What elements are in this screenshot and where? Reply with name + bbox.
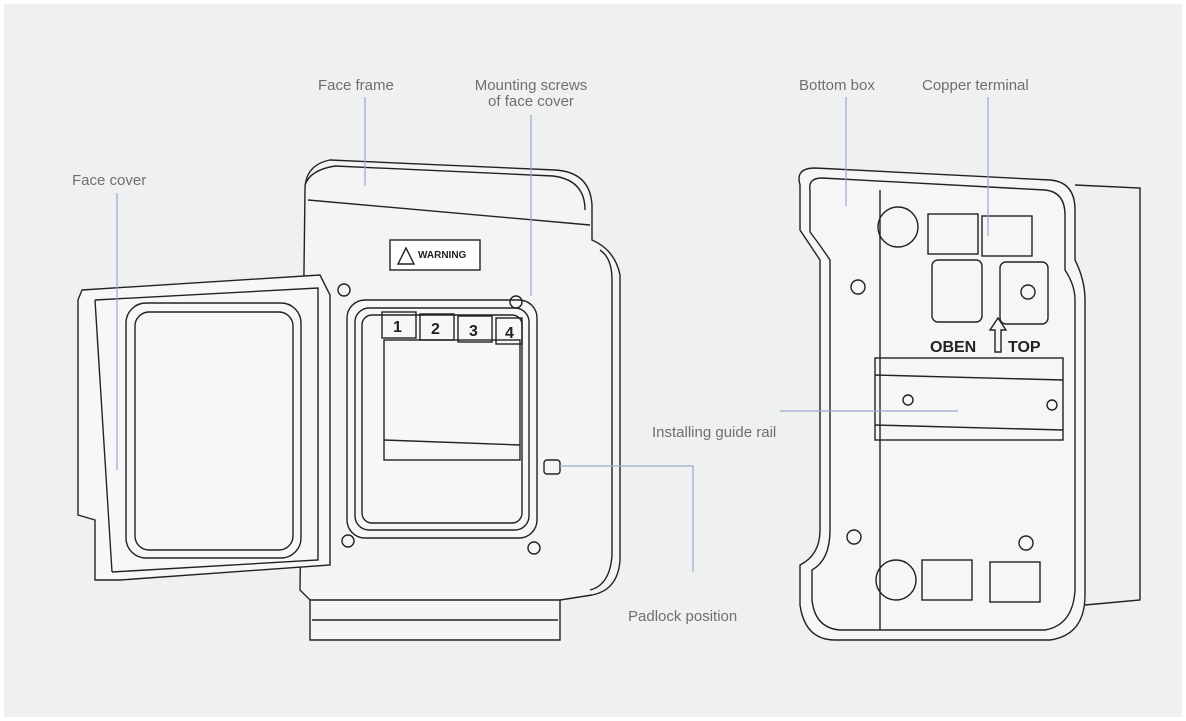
label-installing-guide-rail: Installing guide rail [652, 424, 777, 441]
label-padlock-position: Padlock position [628, 608, 738, 625]
slot-number: 1 [393, 319, 402, 336]
label-mounting-screws-line1: Mounting screws [474, 77, 588, 94]
label-bottom-box: Bottom box [799, 77, 875, 94]
front-enclosure [299, 159, 621, 641]
slot-number: 3 [469, 323, 478, 340]
orientation-left: OBEN [930, 339, 976, 356]
label-face-cover: Face cover [72, 172, 147, 189]
orientation-right: TOP [1008, 339, 1041, 356]
face-cover-door [77, 274, 331, 581]
warning-text: WARNING [418, 250, 467, 261]
slot-number: 2 [431, 321, 440, 338]
label-mounting-screws-line2: of face cover [488, 93, 574, 110]
label-copper-terminal: Copper terminal [922, 77, 1029, 94]
label-face-frame: Face frame [318, 77, 394, 94]
slot-number: 4 [505, 325, 514, 342]
bottom-box [798, 167, 1141, 641]
leader-padlock [560, 465, 694, 572]
leader-lines [116, 97, 989, 572]
label-mounting-screws: Mounting screws of face cover [455, 78, 607, 110]
